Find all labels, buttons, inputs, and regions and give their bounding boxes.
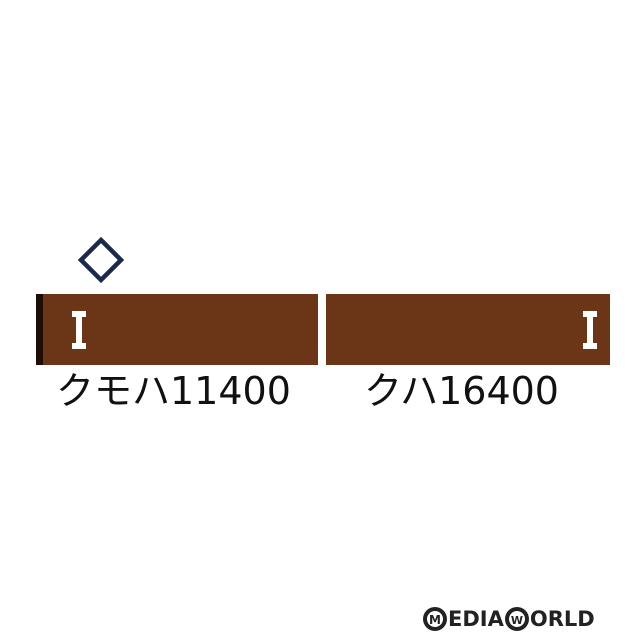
record-m-icon: M <box>423 607 447 631</box>
svg-text:M: M <box>429 613 441 627</box>
watermark-logo: M EDIA W ORLD <box>422 604 595 634</box>
pantograph-icon <box>77 236 125 284</box>
car-kumoha <box>36 294 318 365</box>
cab-end-marker <box>36 294 43 365</box>
door-mark-icon <box>72 311 86 349</box>
door-mark-icon <box>583 311 597 349</box>
watermark-text-2: ORLD <box>529 607 595 631</box>
record-w-icon: W <box>504 607 529 631</box>
watermark-text-1: EDIA <box>448 607 504 631</box>
car-kuha <box>326 294 610 365</box>
svg-text:W: W <box>511 614 523 627</box>
car-label-kumoha: クモハ11400 <box>56 369 291 413</box>
car-label-kuha: クハ16400 <box>364 369 559 413</box>
